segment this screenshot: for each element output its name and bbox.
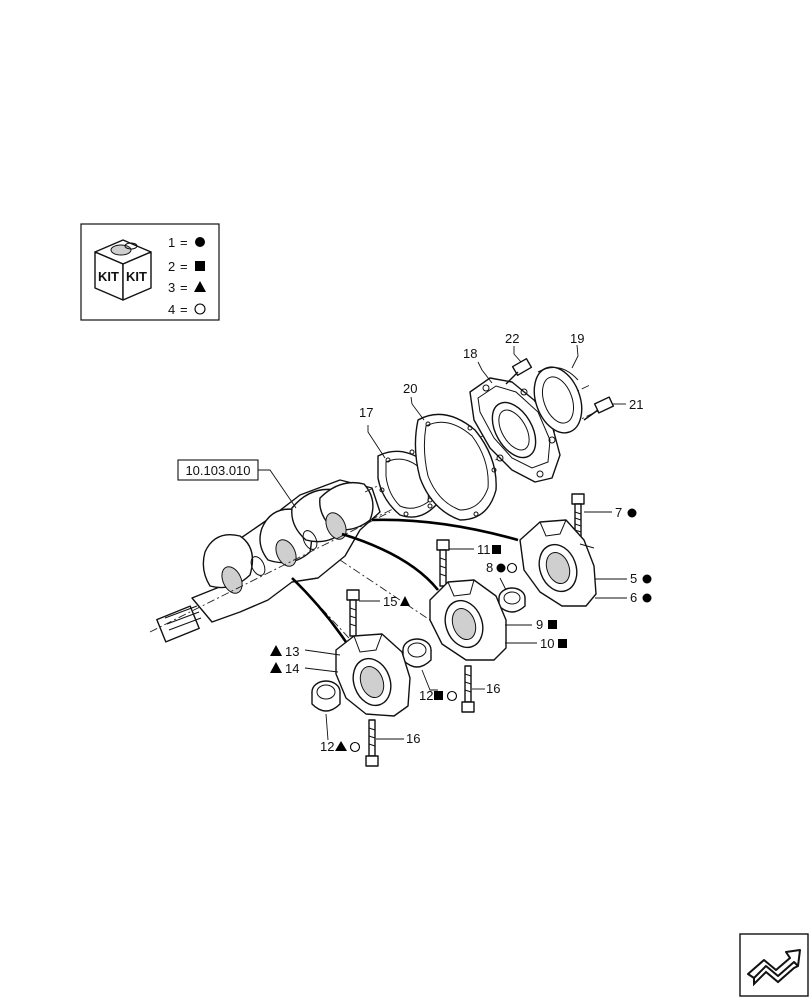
oil-seal-19 [533, 366, 583, 434]
filled-triangle-icon [270, 645, 282, 656]
callout-8: 8 [486, 560, 493, 575]
callout-13: 13 [285, 644, 299, 659]
legend-num-3: 3 [168, 280, 175, 295]
callout-21: 21 [629, 397, 643, 412]
callout-22: 22 [505, 331, 519, 346]
bolt-11 [436, 539, 450, 587]
filled-triangle-icon [400, 596, 410, 606]
legend-entry-3: 3 = [168, 280, 206, 295]
crankshaft [149, 479, 391, 643]
bolt-16-lower [365, 719, 379, 767]
legend-entry-1: 1 = [168, 235, 205, 250]
kit-box-icon: KIT KIT [94, 239, 152, 301]
callout-6: 6 [630, 590, 637, 605]
kit-legend: KIT KIT 1 = 2 = 3 = 4 = [80, 223, 220, 321]
callout-19: 19 [570, 331, 584, 346]
legend-num-1: 1 [168, 235, 175, 250]
filled-circle-icon [195, 237, 205, 247]
callout-10: 10 [540, 636, 554, 651]
legend-entry-4: 4 = [168, 302, 206, 317]
filled-circle-icon [642, 574, 652, 584]
filled-triangle-icon [270, 662, 282, 673]
open-circle-icon [194, 303, 206, 315]
reference-label-text: 10.103.010 [185, 463, 250, 478]
filled-circle-icon [496, 563, 506, 573]
callout-17: 17 [359, 405, 373, 420]
reference-label: 10.103.010 [177, 459, 297, 509]
guide-arc-bottom [291, 577, 352, 649]
callout-7: 7 [615, 505, 622, 520]
filled-circle-icon [642, 593, 652, 603]
callout-18: 18 [463, 346, 477, 361]
bolt-15 [346, 589, 360, 637]
callout-14: 14 [285, 661, 299, 676]
filled-triangle-icon [194, 281, 206, 292]
bearing-shell-8 [498, 587, 526, 613]
guide-arc-top [371, 518, 519, 542]
callout-16-lower: 16 [406, 731, 420, 746]
bearing-cap-13-14 [335, 633, 411, 717]
callout-20: 20 [403, 381, 417, 396]
bearing-cap-5-6 [519, 519, 597, 607]
callout-15: 15 [383, 594, 397, 609]
bearing-shell-12-upper [402, 638, 432, 668]
kit-text-left: KIT [98, 269, 119, 284]
kit-text-right: KIT [126, 269, 147, 284]
bolt-16-upper [461, 665, 475, 713]
seal-housing-18 [469, 377, 561, 483]
callout-labels: 17 18 19 20 21 22 7 5 6 11 8 9 10 15 13 … [270, 331, 652, 754]
bearing-cap-9-10 [429, 579, 507, 661]
gasket-20 [414, 413, 497, 521]
callout-12-lower: 12 [320, 739, 334, 754]
svg-text:=: = [180, 280, 188, 295]
filled-square-icon [492, 545, 501, 554]
callout-11: 11 [477, 542, 491, 557]
guide-arc-middle [341, 532, 440, 591]
filled-square-icon [434, 691, 443, 700]
filled-square-icon [548, 620, 557, 629]
callout-16-upper: 16 [486, 681, 500, 696]
legend-num-2: 2 [168, 259, 175, 274]
open-circle-icon [349, 741, 361, 753]
bearing-shell-12-lower [311, 680, 341, 712]
callout-5: 5 [630, 571, 637, 586]
open-circle-icon [506, 562, 518, 574]
callout-12-upper: 12 [419, 688, 433, 703]
svg-text:=: = [180, 235, 188, 250]
filled-triangle-icon [335, 741, 347, 751]
filled-circle-icon [627, 508, 637, 518]
filled-square-icon [558, 639, 567, 648]
svg-text:=: = [180, 302, 188, 317]
callout-9: 9 [536, 617, 543, 632]
next-page-arrow-icon[interactable] [739, 933, 809, 997]
svg-text:=: = [180, 259, 188, 274]
legend-num-4: 4 [168, 302, 175, 317]
open-circle-icon [446, 690, 458, 702]
legend-entry-2: 2 = [168, 259, 205, 274]
screw-21 [583, 396, 615, 421]
filled-square-icon [195, 261, 205, 271]
screw-22 [505, 357, 533, 385]
